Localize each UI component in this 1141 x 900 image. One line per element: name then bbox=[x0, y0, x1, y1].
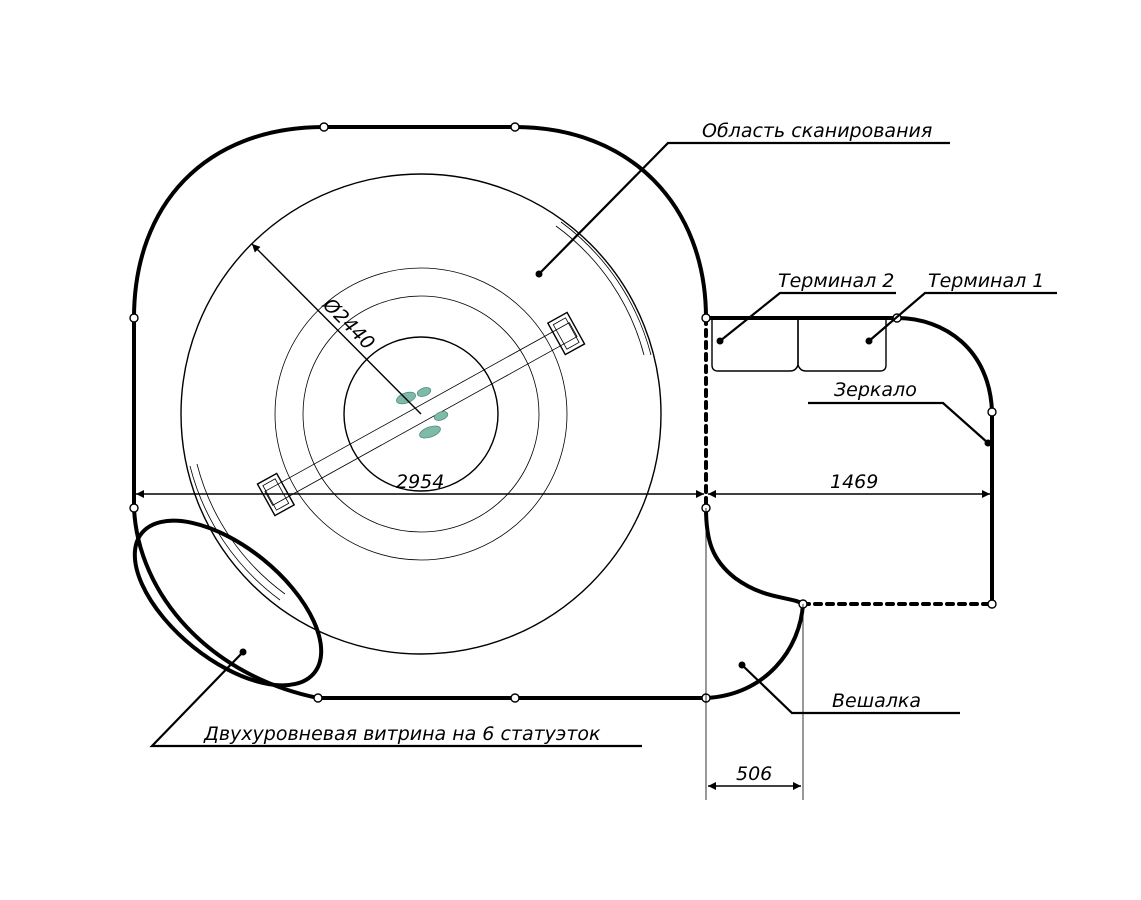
scan-area-label: Область сканирования bbox=[702, 120, 932, 142]
callout-mirror: Зеркало bbox=[808, 379, 992, 447]
dimension-hanger-width: 506 bbox=[705, 508, 804, 800]
callout-scan-area: Область сканирования bbox=[535, 120, 950, 278]
dimension-main-width: 2954 bbox=[136, 471, 704, 498]
hanger-label: Вешалка bbox=[832, 690, 921, 712]
callout-terminal-1: Терминал 1 bbox=[865, 270, 1057, 345]
width-hanger-value: 506 bbox=[736, 763, 772, 785]
width-main-value: 2954 bbox=[396, 471, 444, 493]
mirror-label: Зеркало bbox=[834, 379, 917, 401]
booth-outline bbox=[132, 125, 994, 700]
callout-terminal-2: Терминал 2 bbox=[716, 270, 896, 345]
callout-showcase: Двухуровневая витрина на 6 статуэток bbox=[149, 648, 642, 748]
diameter-value: Ø2440 bbox=[318, 293, 379, 354]
width-side-value: 1469 bbox=[830, 471, 878, 493]
terminal-1-label: Терминал 1 bbox=[928, 270, 1044, 292]
dimension-side-width: 1469 bbox=[708, 471, 990, 498]
terminal-2-label: Терминал 2 bbox=[778, 270, 894, 292]
contour-nodes bbox=[129, 122, 997, 703]
terminals bbox=[711, 320, 887, 372]
showcase-label: Двухуровневая витрина на 6 статуэток bbox=[203, 723, 601, 745]
showcase-shape bbox=[132, 518, 324, 688]
callout-hanger: Вешалка bbox=[738, 661, 960, 715]
